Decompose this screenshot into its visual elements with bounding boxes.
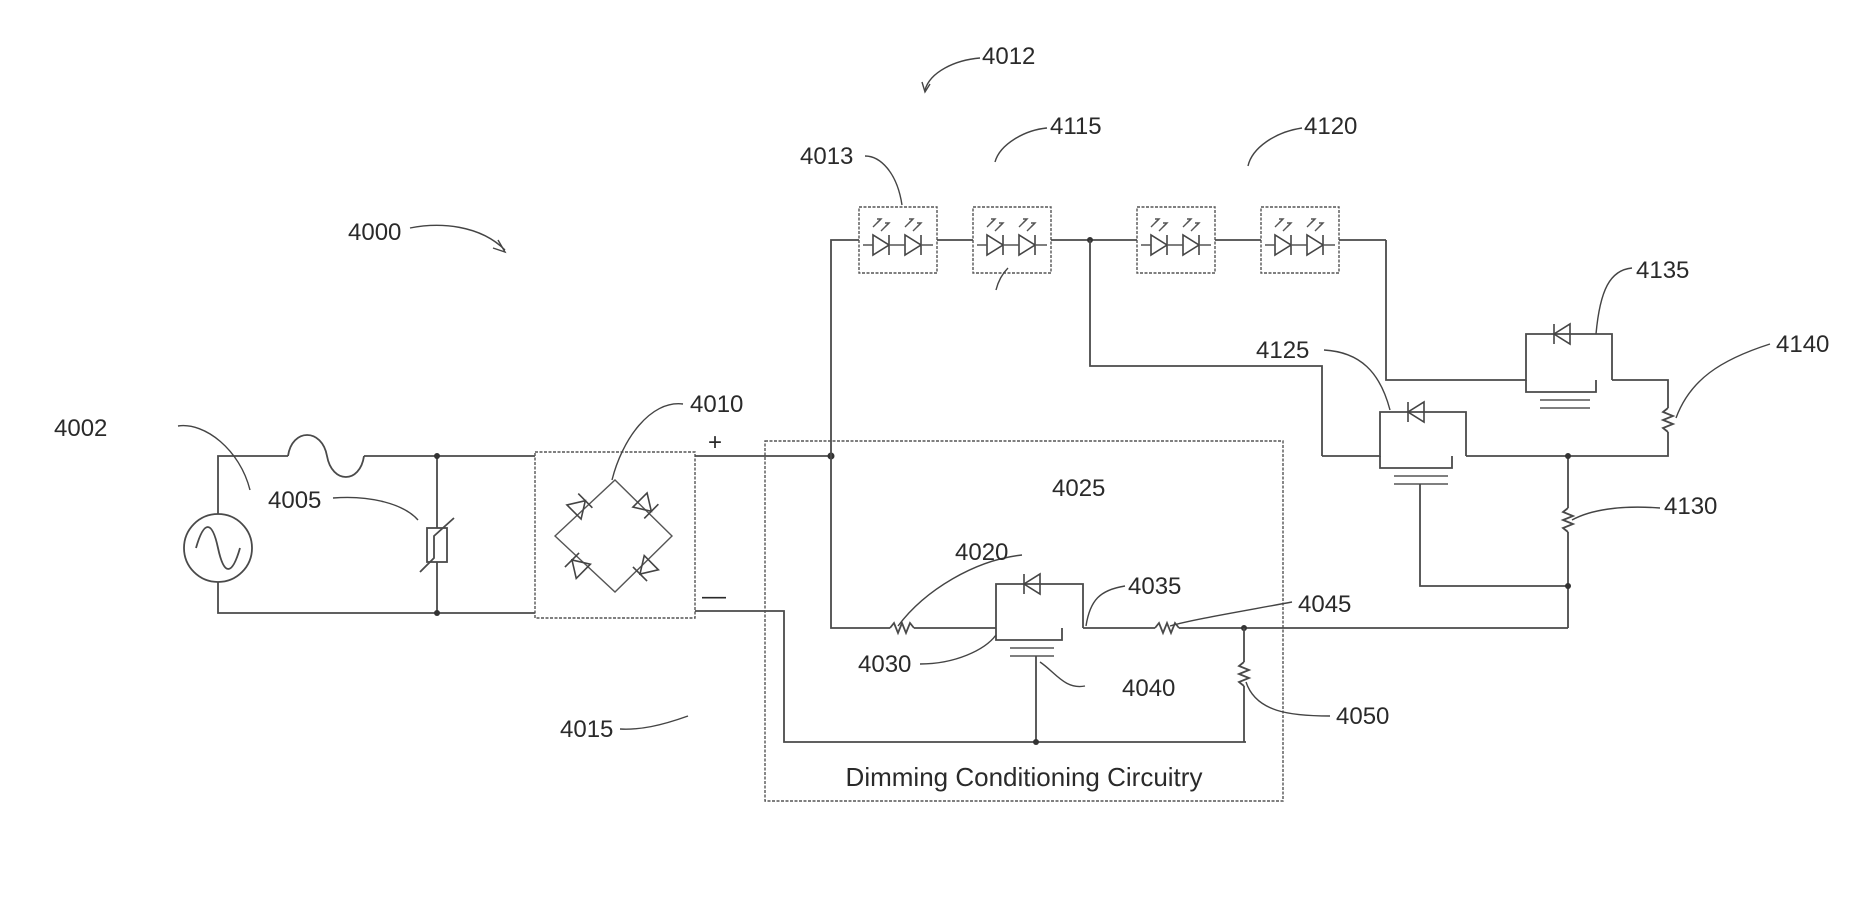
label-4013: 4013 [800, 143, 853, 170]
dimming-conditioning-box [765, 441, 1283, 801]
minus-terminal-label: — [702, 583, 726, 610]
input-wiring [218, 435, 535, 616]
label-4025: 4025 [1052, 475, 1105, 502]
plus-terminal-label: + [708, 429, 722, 456]
label-4005: 4005 [268, 487, 321, 514]
label-4020: 4020 [955, 539, 1008, 566]
label-4140: 4140 [1776, 331, 1829, 358]
bypass-circuitry [1090, 240, 1673, 628]
label-4050: 4050 [1336, 703, 1389, 730]
label-4010: 4010 [690, 391, 743, 418]
label-4002: 4002 [54, 415, 107, 442]
label-4045: 4045 [1298, 591, 1351, 618]
ac-source-group [184, 514, 252, 582]
label-4015: 4015 [560, 716, 613, 743]
label-4125: 4125 [1256, 337, 1309, 364]
label-4130: 4130 [1664, 493, 1717, 520]
label-4012: 4012 [982, 43, 1035, 70]
label-4120: 4120 [1304, 113, 1357, 140]
label-4030: 4030 [858, 651, 911, 678]
label-4000: 4000 [348, 219, 401, 246]
label-4035: 4035 [1128, 573, 1181, 600]
rectifier-output-wiring [695, 240, 1246, 742]
dimming-circuit-internals [890, 574, 1568, 745]
label-4040: 4040 [1122, 675, 1175, 702]
bridge-rectifier [535, 452, 695, 618]
reference-labels: 4000 4002 4005 4010 4012 4013 4115 4120 … [54, 43, 1829, 743]
label-4115: 4115 [1050, 113, 1102, 140]
dimming-circuitry-title: Dimming Conditioning Circuitry [846, 762, 1203, 792]
label-4135: 4135 [1636, 257, 1689, 284]
led-string [859, 207, 1386, 273]
